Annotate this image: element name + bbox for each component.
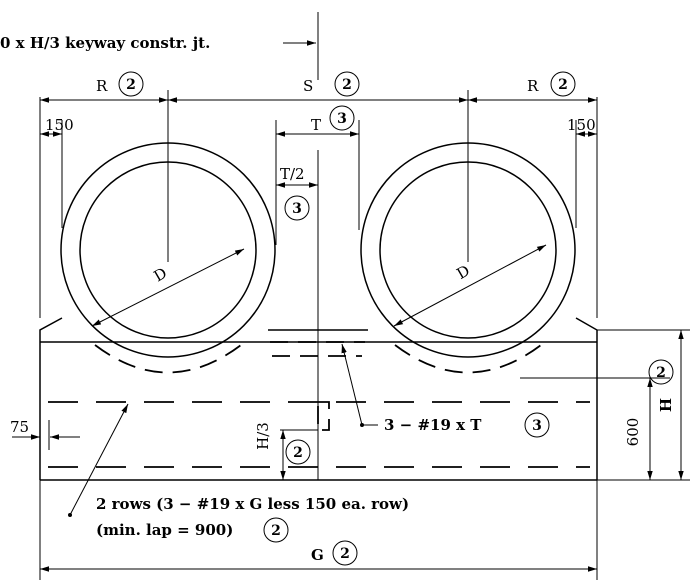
- label-H: H: [657, 398, 675, 412]
- bar-T-note: 3 − #19 x T: [384, 416, 482, 434]
- note-num-H: 2: [656, 365, 666, 381]
- rows-note-line2: (min. lap = 900): [96, 521, 233, 539]
- note-circle-T-top: [329, 105, 355, 131]
- note-circle-bar-T: [524, 412, 550, 438]
- note-num-T-top: 3: [337, 111, 347, 127]
- pipe-left-bedding: [94, 344, 242, 374]
- label-150-right: 150: [567, 116, 596, 134]
- label-D-right: D: [454, 261, 473, 283]
- keyway-note: 0 x H/3 keyway constr. jt.: [0, 34, 210, 52]
- note-num-rows: 2: [271, 523, 281, 539]
- label-T-top: T: [311, 116, 321, 134]
- note-num-R-right: 2: [558, 77, 568, 93]
- note-circle-R-right: [550, 71, 576, 97]
- note-num-G: 2: [340, 546, 350, 562]
- pipe-left-inner: [79, 161, 257, 339]
- label-G: G: [311, 546, 324, 564]
- note-num-T-half: 3: [292, 201, 302, 217]
- pipe-left-outer: [60, 142, 276, 358]
- slab-left-edge: [39, 317, 63, 480]
- pipe-right-outer: [360, 142, 576, 358]
- bar-T-leader: [341, 343, 363, 426]
- note-circle-G: [332, 540, 358, 566]
- pipe-right-bedding: [394, 344, 542, 374]
- label-75: 75: [10, 418, 29, 436]
- note-circle-rows: [263, 517, 289, 543]
- dim-D-left: [91, 248, 245, 327]
- note-num-bar-T: 3: [532, 418, 542, 434]
- label-600: 600: [624, 418, 642, 447]
- note-num-H-third: 2: [293, 445, 303, 461]
- label-S: S: [303, 77, 313, 95]
- note-circle-S: [334, 71, 360, 97]
- keyway-notch: [317, 401, 330, 431]
- label-T-half: T/2: [280, 165, 305, 183]
- rows-note-line1: 2 rows (3 − #19 x G less 150 ea. row): [96, 495, 409, 513]
- label-150-left: 150: [45, 116, 74, 134]
- label-D-left: D: [151, 264, 170, 286]
- note-circle-H-third: [285, 439, 311, 465]
- pipe-right-inner: [379, 161, 557, 339]
- label-R-right: R: [527, 77, 539, 95]
- note-num-S: 2: [342, 77, 352, 93]
- rows-dot: [68, 513, 72, 517]
- note-num-R-left: 2: [126, 77, 136, 93]
- label-R-left: R: [96, 77, 108, 95]
- rows-leader: [69, 403, 129, 516]
- note-circle-R-left: [118, 71, 144, 97]
- dim-D-right: [393, 244, 547, 327]
- label-H-third: H/3: [254, 422, 272, 450]
- note-circle-H: [648, 359, 674, 385]
- note-circle-T-half: [284, 195, 310, 221]
